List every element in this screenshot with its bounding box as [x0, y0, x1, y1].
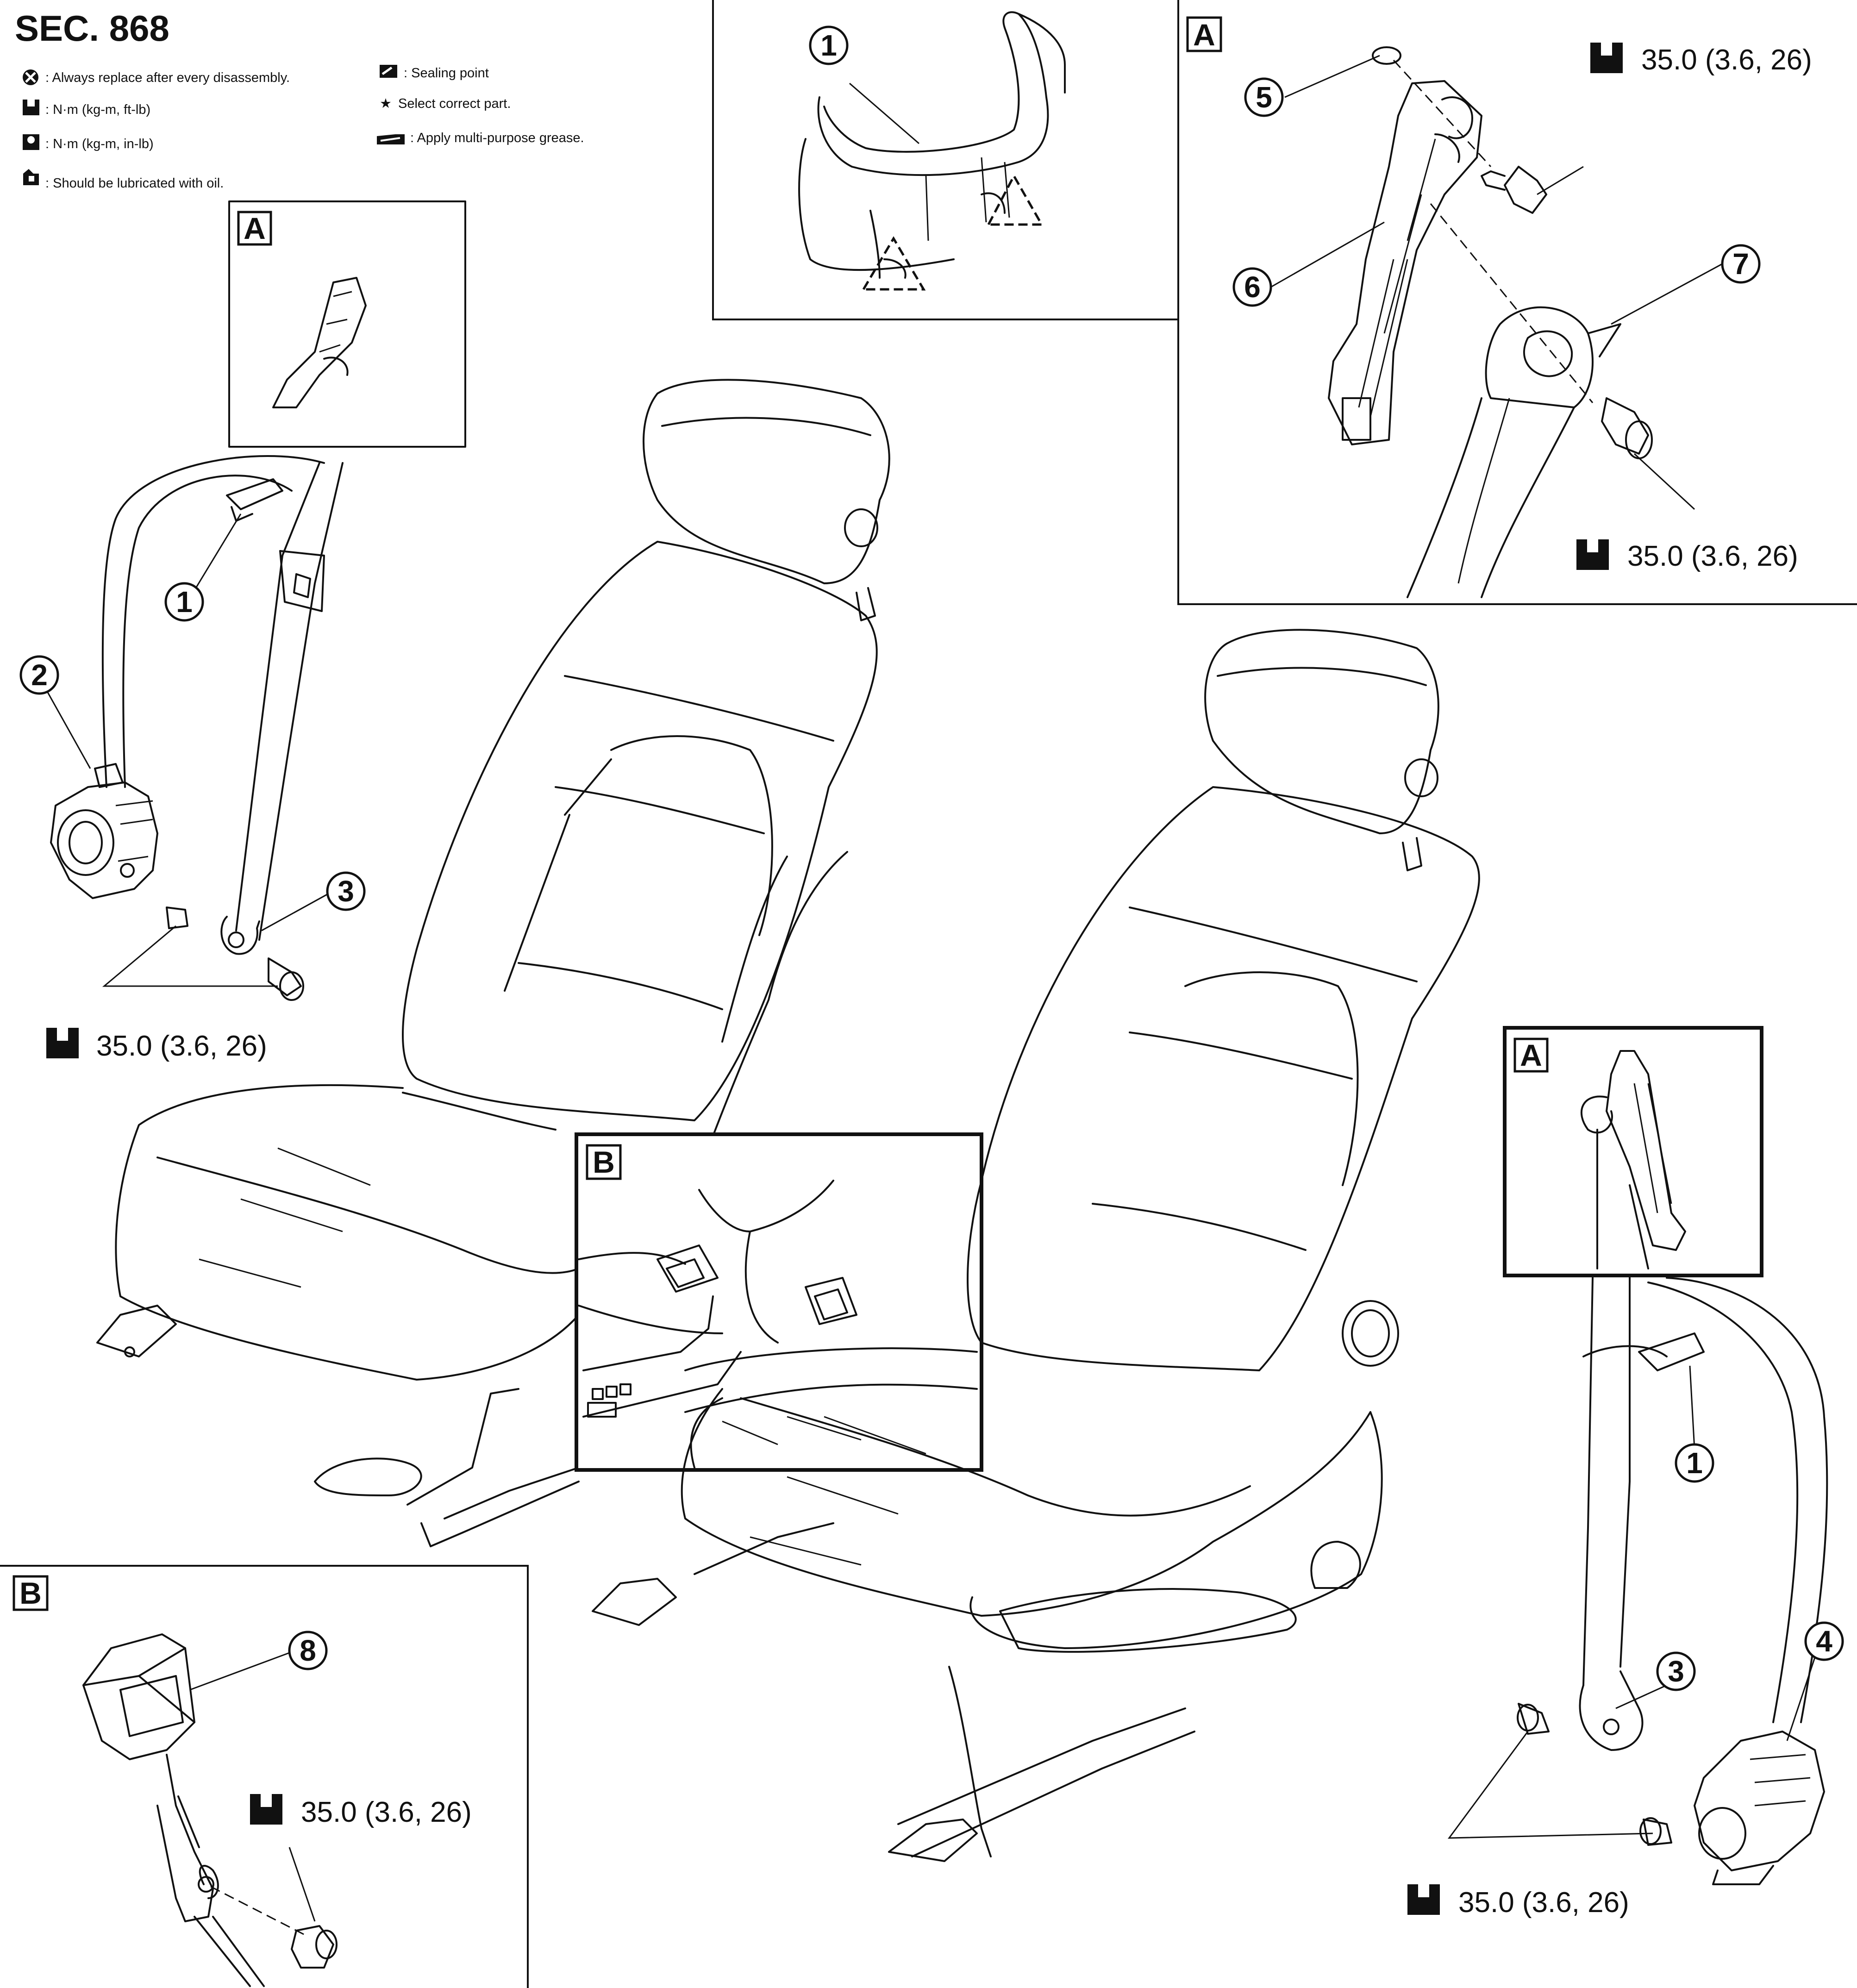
view-b-label-inset: B	[593, 1145, 615, 1179]
callout-4	[1804, 1621, 1844, 1661]
view-a-label-inset-right: A	[1520, 1038, 1542, 1072]
view-a-anchor-detail: A 5 6 7	[1186, 16, 1812, 598]
torque-a-bottom: 35.0 (3.6, 26)	[1576, 539, 1798, 572]
legend-sealing: : Sealing point	[404, 66, 489, 81]
right-seat	[592, 629, 1480, 1862]
callout-1-top	[809, 25, 849, 65]
callout-8	[288, 1631, 328, 1670]
callout-3-left-label: 3	[338, 875, 354, 908]
left-seat	[96, 379, 890, 1547]
torque-inlb-icon	[23, 134, 39, 150]
right-retractor	[1694, 1731, 1825, 1885]
view-b-buckle-detail: B 8 35.0 (3.6, 26)	[13, 1575, 472, 1987]
callout-7-label: 7	[1732, 247, 1749, 281]
callout-3-left	[326, 871, 366, 911]
oil-icon	[23, 169, 39, 185]
callout-5-label: 5	[1256, 81, 1272, 114]
view-a-label-left: A	[244, 211, 266, 245]
legend: : Always replace after every disassembly…	[23, 65, 584, 191]
right-belt-assembly: A 1 3 4	[1407, 1026, 1844, 1919]
callout-7	[1721, 244, 1761, 284]
torque-a-top: 35.0 (3.6, 26)	[1590, 43, 1812, 76]
torque-b-value: 35.0 (3.6, 26)	[301, 1796, 472, 1828]
legend-torque-inlb: : N·m (kg-m, in-lb)	[45, 137, 154, 151]
wrench-icon	[1576, 539, 1609, 570]
callout-6	[1232, 267, 1272, 307]
section-title: SEC. 868	[15, 8, 169, 49]
legend-replace: : Always replace after every disassembly…	[45, 70, 290, 85]
legend-torque-ftlb: : N·m (kg-m, ft-lb)	[45, 102, 150, 117]
view-b-inset: B	[575, 1132, 983, 1472]
star-icon: ★	[380, 96, 392, 111]
callout-2	[19, 655, 59, 695]
callout-4-label: 4	[1816, 1625, 1832, 1658]
wrench-icon	[23, 100, 39, 115]
callout-2-label: 2	[31, 658, 48, 692]
torque-right-value: 35.0 (3.6, 26)	[1458, 1887, 1629, 1919]
guide-detail-view: 1	[798, 11, 1066, 291]
legend-grease: : Apply multi-purpose grease.	[410, 131, 584, 145]
wrench-icon	[1407, 1884, 1440, 1915]
sealing-icon	[380, 65, 397, 78]
torque-right: 35.0 (3.6, 26)	[1407, 1884, 1629, 1919]
torque-a-bottom-value: 35.0 (3.6, 26)	[1627, 540, 1798, 572]
left-retractor	[50, 763, 158, 899]
left-belt-assembly: A 1 2 3 35.0 (3.6, 26)	[19, 200, 466, 1062]
callout-5	[1244, 77, 1284, 117]
callout-1-right	[1675, 1443, 1714, 1483]
replace-icon	[23, 69, 38, 85]
callout-6-label: 6	[1244, 270, 1261, 304]
torque-b: 35.0 (3.6, 26)	[250, 1794, 472, 1828]
grease-icon	[377, 134, 405, 144]
torque-a-top-value: 35.0 (3.6, 26)	[1641, 44, 1812, 76]
callout-3-right-label: 3	[1668, 1655, 1684, 1688]
legend-select: Select correct part.	[398, 96, 511, 111]
torque-left: 35.0 (3.6, 26)	[46, 1028, 267, 1062]
callout-1-top-label: 1	[820, 29, 837, 62]
callout-8-label: 8	[300, 1634, 316, 1667]
wrench-icon	[46, 1028, 79, 1058]
callout-1-left-label: 1	[176, 585, 193, 619]
callout-3-right	[1656, 1651, 1696, 1691]
callout-1-left	[164, 582, 204, 622]
wrench-icon	[1590, 43, 1623, 73]
view-a-label-right: A	[1193, 18, 1215, 52]
legend-oil: : Should be lubricated with oil.	[45, 176, 224, 191]
torque-left-value: 35.0 (3.6, 26)	[96, 1030, 267, 1062]
view-b-label-bottom: B	[19, 1576, 42, 1610]
callout-1-right-label: 1	[1686, 1446, 1703, 1480]
wrench-icon	[250, 1794, 282, 1825]
